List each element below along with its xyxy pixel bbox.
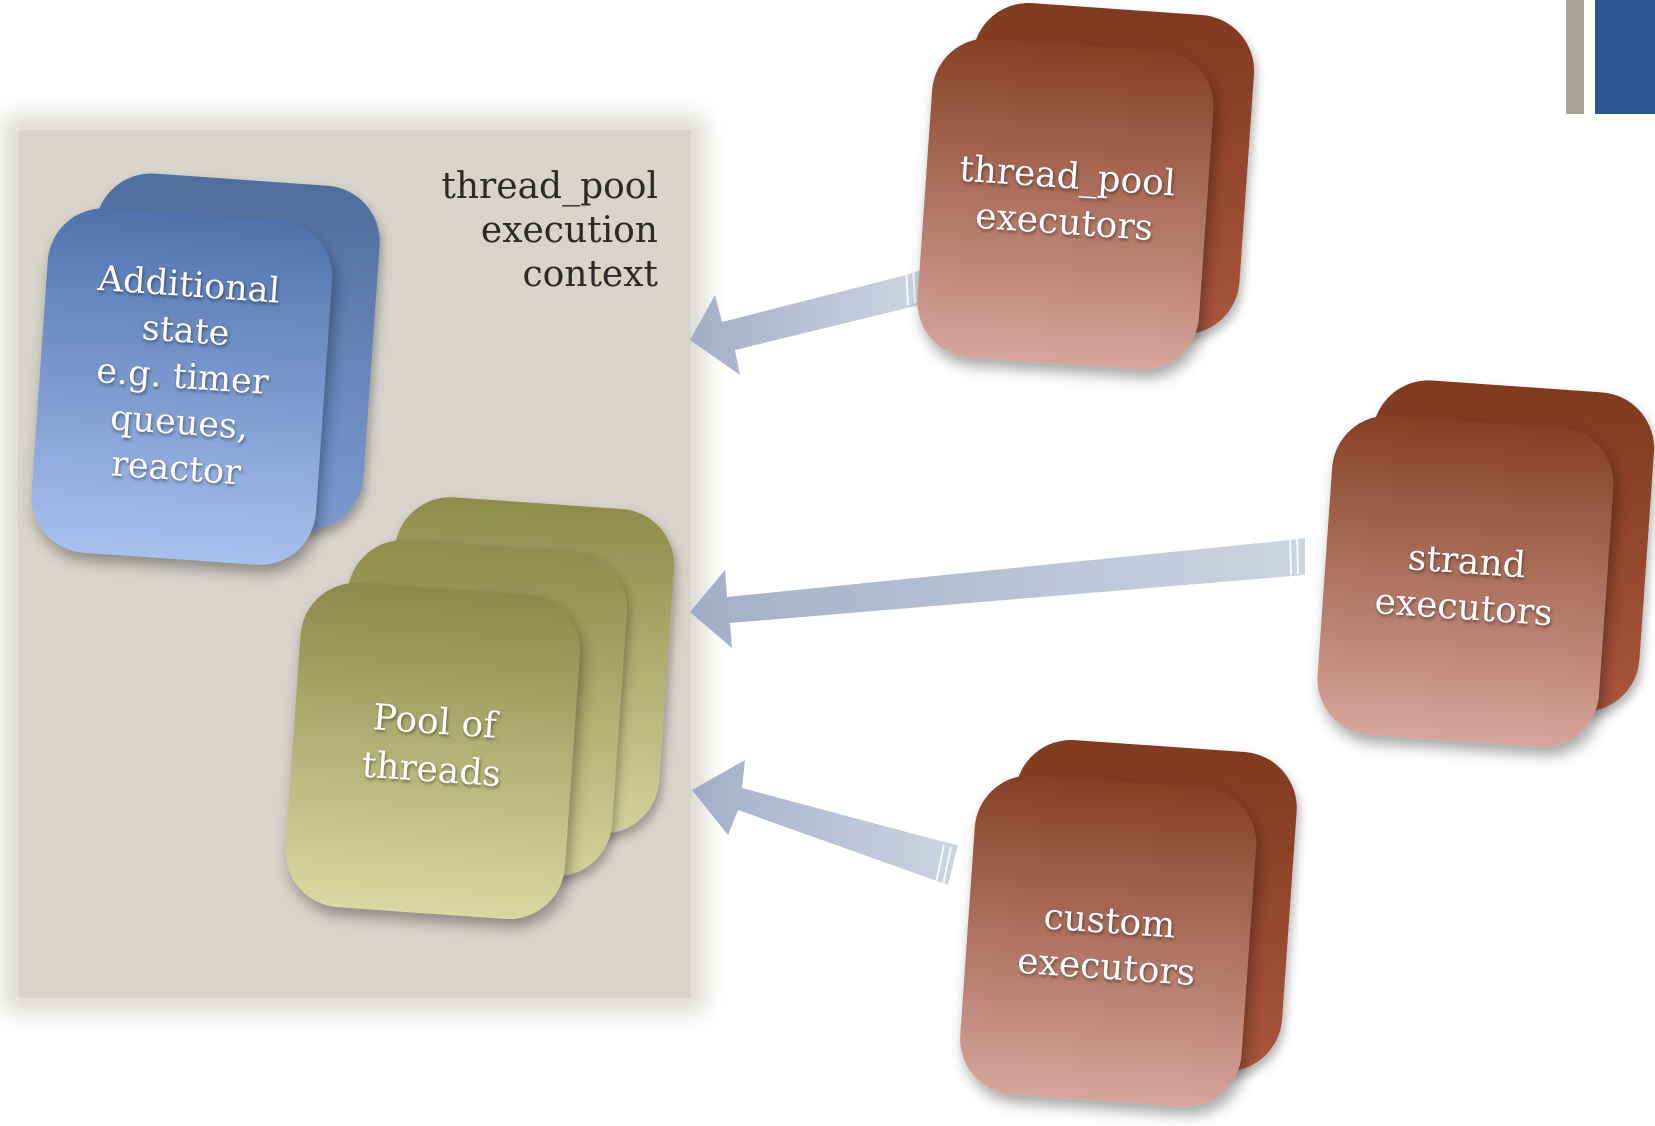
- tp-executor-card-front: thread_pool executors: [913, 34, 1218, 374]
- custom-executor-card-front: custom executors: [956, 771, 1260, 1111]
- corner-accent-blue: [1595, 0, 1655, 114]
- strand-executor-card-front: strand executors: [1313, 411, 1618, 751]
- context-label-line-2: execution: [480, 210, 658, 251]
- context-label-line-1: thread_pool: [441, 166, 658, 207]
- strand-executors-stack: strand executors: [1312, 374, 1655, 776]
- arrow-custom-executors: [692, 760, 958, 885]
- execution-context-label: thread_pool execution context: [380, 165, 658, 297]
- custom-executor-text: custom executors: [964, 889, 1252, 1000]
- context-label-line-3: context: [522, 254, 658, 295]
- arrow-tail-stripes: [905, 265, 1299, 886]
- tp-executor-text: thread_pool executors: [922, 144, 1210, 255]
- corner-accent-grey: [1566, 0, 1584, 114]
- arrow-strand-executors: [690, 538, 1305, 648]
- custom-executors-stack: custom executors: [956, 734, 1321, 1126]
- arrow-thread-pool-executors: [690, 270, 920, 375]
- strand-executor-text: strand executors: [1321, 530, 1609, 641]
- thread-pool-executors-stack: thread_pool executors: [912, 0, 1278, 399]
